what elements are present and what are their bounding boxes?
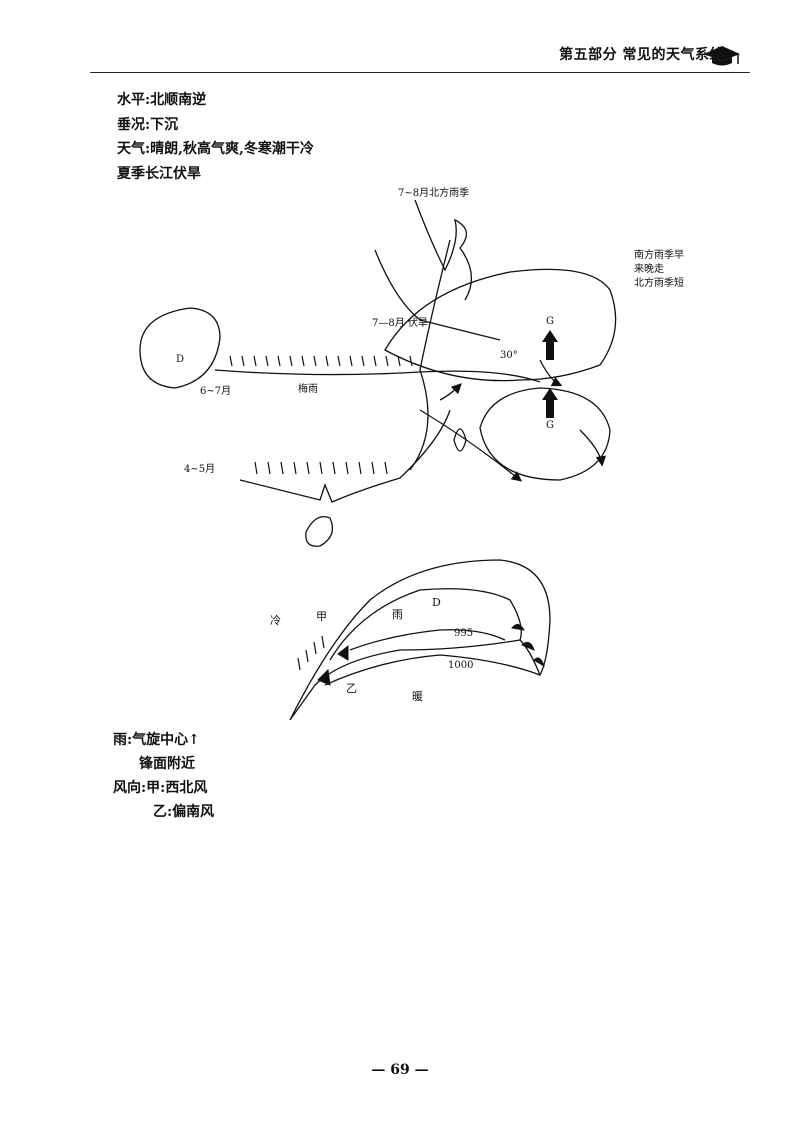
note-wind-jia: 风向:甲:西北风 xyxy=(113,780,208,796)
label-yi: 乙 xyxy=(346,682,357,695)
warm-front-symbol-2 xyxy=(521,641,535,651)
label-apr-may: 4~5月 xyxy=(184,463,215,475)
label-g-upper: G xyxy=(546,316,554,327)
label-north-rain: 7~8月北方雨季 xyxy=(398,186,469,199)
label-rain: 雨 xyxy=(392,608,403,621)
label-g-lower: G xyxy=(546,420,554,431)
north-arrow-upper xyxy=(542,330,558,360)
lower-high-outline xyxy=(479,387,611,481)
warm-front-symbol-1 xyxy=(511,624,525,631)
north-rain-belt xyxy=(414,199,472,301)
label-south-note-1: 南方雨季早 xyxy=(634,248,684,261)
chapter-title: 第五部分 常见的天气系统 xyxy=(559,47,724,63)
low-cell-outline xyxy=(139,307,221,389)
bottom-notes: 雨:气旋中心↑ 锋面附近 风向:甲:西北风 乙:偏南风 xyxy=(113,728,214,824)
note-wind-yi: 乙:偏南风 xyxy=(153,804,215,820)
graduation-cap-icon xyxy=(704,46,740,66)
note-front: 锋面附近 xyxy=(139,756,195,772)
note-horizontal: 水平:北顺南逆 xyxy=(117,92,207,108)
header-rule xyxy=(90,72,750,73)
front-line-north xyxy=(374,249,501,341)
label-995: 995 xyxy=(454,628,473,639)
flow-arrow-4 xyxy=(439,383,462,401)
lower-system-inner xyxy=(329,588,522,661)
meiyu-front xyxy=(214,369,541,383)
warm-front-symbol-3 xyxy=(533,657,545,668)
label-d-bottom: D xyxy=(432,596,441,609)
label-1000: 1000 xyxy=(448,660,473,671)
isobar-995 xyxy=(349,629,506,651)
flow-arrow-3 xyxy=(539,359,563,387)
cold-front-symbol-2 xyxy=(337,644,349,661)
label-latitude: 30° xyxy=(500,350,518,361)
spring-front xyxy=(239,409,451,503)
label-meiyu: 梅雨 xyxy=(298,382,318,395)
label-drought: 7—8月 伏旱 xyxy=(372,316,428,329)
note-rain-cyclone: 雨:气旋中心↑ xyxy=(113,732,200,748)
note-weather: 天气:晴朗,秋高气爽,冬寒潮干冷 xyxy=(117,141,314,157)
top-notes: 水平:北顺南逆 垂况:下沉 天气:晴朗,秋高气爽,冬寒潮干冷 夏季长江伏旱 xyxy=(117,88,314,186)
label-south-note-3: 北方雨季短 xyxy=(634,276,684,289)
page-number: — 69 — xyxy=(371,1062,429,1078)
label-jun-jul: 6~7月 xyxy=(200,385,231,397)
label-jia: 甲 xyxy=(316,610,327,623)
north-arrow-lower xyxy=(542,388,558,418)
page-header: 第五部分 常见的天气系统 xyxy=(0,0,800,80)
flow-arrow-1 xyxy=(419,409,523,482)
label-south-note-2: 来晚走 xyxy=(634,263,664,275)
flow-arrow-2 xyxy=(579,429,607,467)
note-summer: 夏季长江伏旱 xyxy=(117,165,201,182)
small-ellipse-2 xyxy=(305,515,334,547)
drought-boundary xyxy=(409,239,451,471)
cold-front-symbol-1 xyxy=(317,668,331,686)
note-vertical: 垂况:下沉 xyxy=(117,116,179,133)
label-cold: 冷 xyxy=(270,614,281,627)
label-warm: 暖 xyxy=(412,690,423,703)
lower-system-outer xyxy=(289,559,551,721)
weather-system-diagram: 7~8月北方雨季 南方雨季早 来晚走 北方雨季短 7—8月 伏旱 30° D G… xyxy=(139,186,684,721)
label-d-top: D xyxy=(176,354,184,365)
isobar-1000 xyxy=(324,654,541,686)
